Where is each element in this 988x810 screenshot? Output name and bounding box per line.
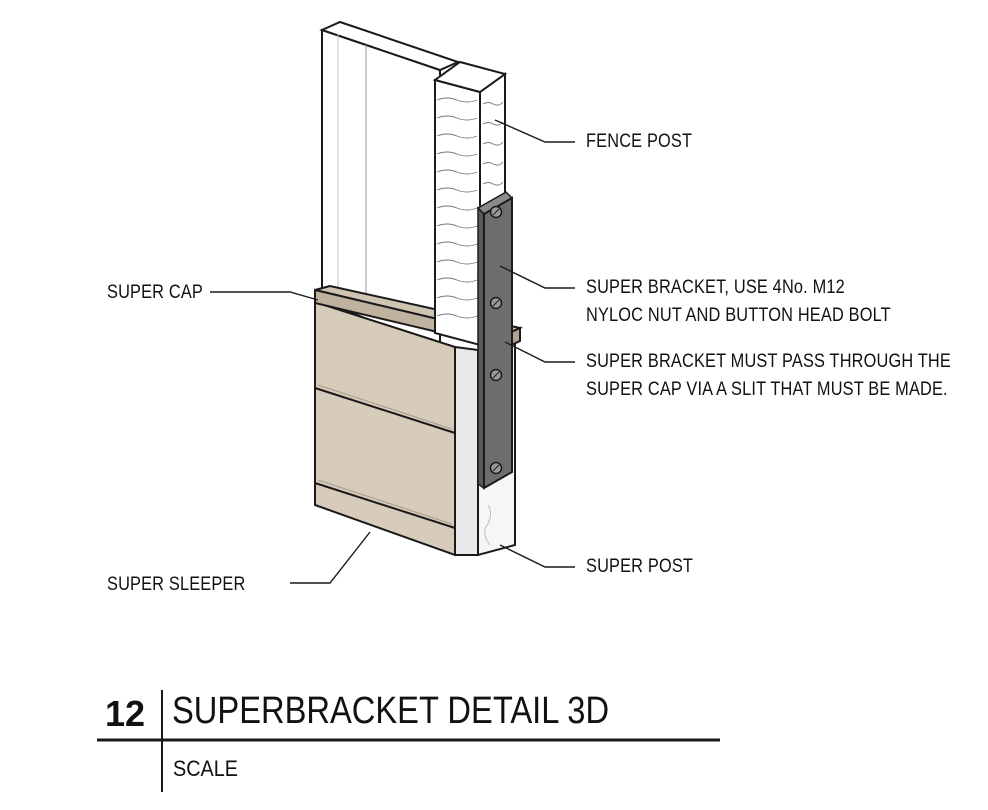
- detail-number: 12: [105, 693, 146, 734]
- label-pass-through-line2: SUPER CAP VIA A SLIT THAT MUST BE MADE.: [586, 379, 948, 400]
- label-fence-post: FENCE POST: [586, 131, 693, 152]
- leader-super-bracket: [499, 265, 575, 289]
- bracket-bolt: [489, 368, 503, 382]
- label-super-bracket-line2: NYLOC NUT AND BUTTON HEAD BOLT: [586, 305, 891, 326]
- super-sleeper: [314, 300, 456, 557]
- bracket-bolt: [489, 296, 503, 310]
- leader-pass-through: [504, 341, 575, 363]
- label-super-post: SUPER POST: [586, 556, 694, 577]
- bracket-bolt: [489, 205, 503, 219]
- label-super-bracket-line1: SUPER BRACKET, USE 4No. M12: [586, 277, 845, 298]
- label-pass-through-line1: SUPER BRACKET MUST PASS THROUGH THE: [586, 351, 951, 372]
- leader-super-post: [499, 544, 575, 568]
- scale-label: SCALE: [173, 756, 238, 781]
- detail-title: SUPERBRACKET DETAIL 3D: [172, 690, 610, 732]
- leader-super-sleeper: [290, 531, 371, 584]
- super-bracket: [476, 191, 514, 490]
- leader-fence-post: [494, 119, 575, 143]
- label-super-sleeper: SUPER SLEEPER: [107, 574, 246, 595]
- bracket-bolt: [489, 461, 503, 475]
- leader-super-cap: [210, 291, 319, 301]
- label-super-cap: SUPER CAP: [107, 282, 203, 303]
